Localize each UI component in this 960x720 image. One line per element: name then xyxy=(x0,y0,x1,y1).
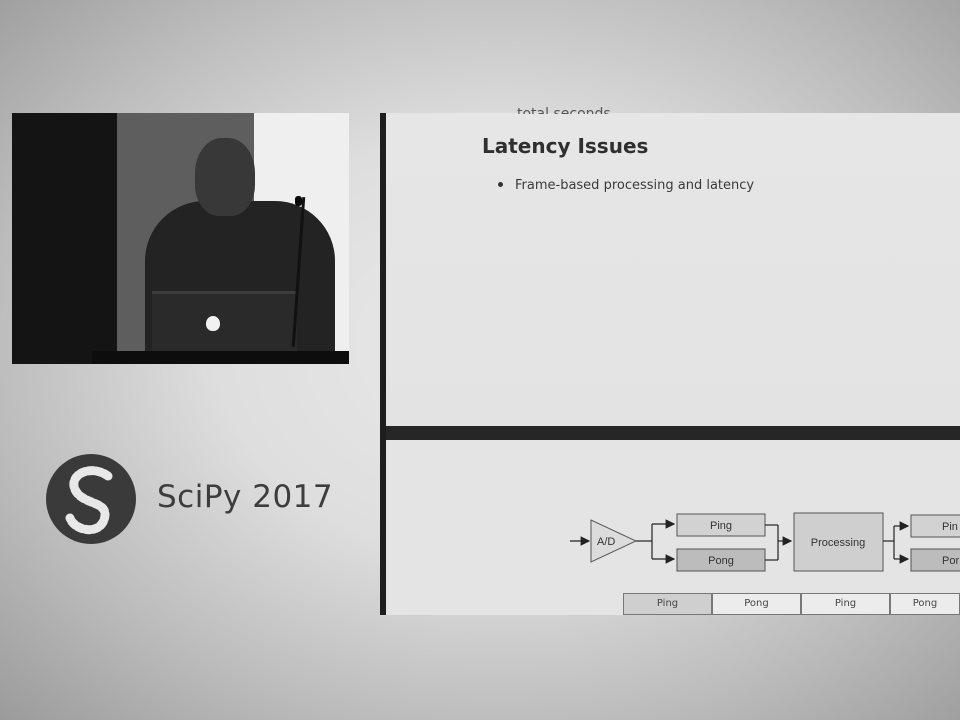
podium xyxy=(92,351,349,364)
bullet-dot-icon xyxy=(498,182,503,187)
out-pong-label: Por xyxy=(942,555,959,567)
slide-upper-panel xyxy=(386,113,960,426)
timeline-cell: Pong xyxy=(712,593,801,615)
processing-label: Processing xyxy=(811,537,865,549)
pong-label: Pong xyxy=(708,555,734,567)
slide-cropped-text: total seconds xyxy=(517,106,611,114)
ad-label: A/D xyxy=(597,536,615,548)
scipy-logo-icon xyxy=(46,454,136,544)
speaker-head xyxy=(195,138,255,216)
out-ping-buffer xyxy=(910,514,960,538)
bullet-text: Frame-based processing and latency xyxy=(515,178,755,193)
ping-label: Ping xyxy=(710,520,732,532)
out-ping-label: Pin xyxy=(942,521,958,533)
slide-divider xyxy=(386,426,960,440)
timeline-cell: Pong xyxy=(890,593,960,615)
slide-title: Latency Issues xyxy=(482,134,649,158)
slide-bullet: Frame-based processing and latency xyxy=(498,178,754,193)
processing-block xyxy=(793,512,884,572)
diagram-canvas: A/D Ping Pong Processing Pin Por xyxy=(570,512,960,572)
slide-frame-border xyxy=(380,113,386,615)
speaker-video xyxy=(12,113,349,364)
timeline-cell: Ping xyxy=(623,593,712,615)
microphone-icon xyxy=(295,196,302,206)
timeline-cell: Ping xyxy=(801,593,890,615)
ad-converter-shape xyxy=(590,519,638,563)
apple-logo-icon xyxy=(206,316,220,331)
conference-title: SciPy 2017 xyxy=(157,479,334,515)
out-pong-buffer xyxy=(910,548,960,572)
ping-pong-diagram: A/D Ping Pong Processing Pin Por Ping Po… xyxy=(386,440,960,615)
